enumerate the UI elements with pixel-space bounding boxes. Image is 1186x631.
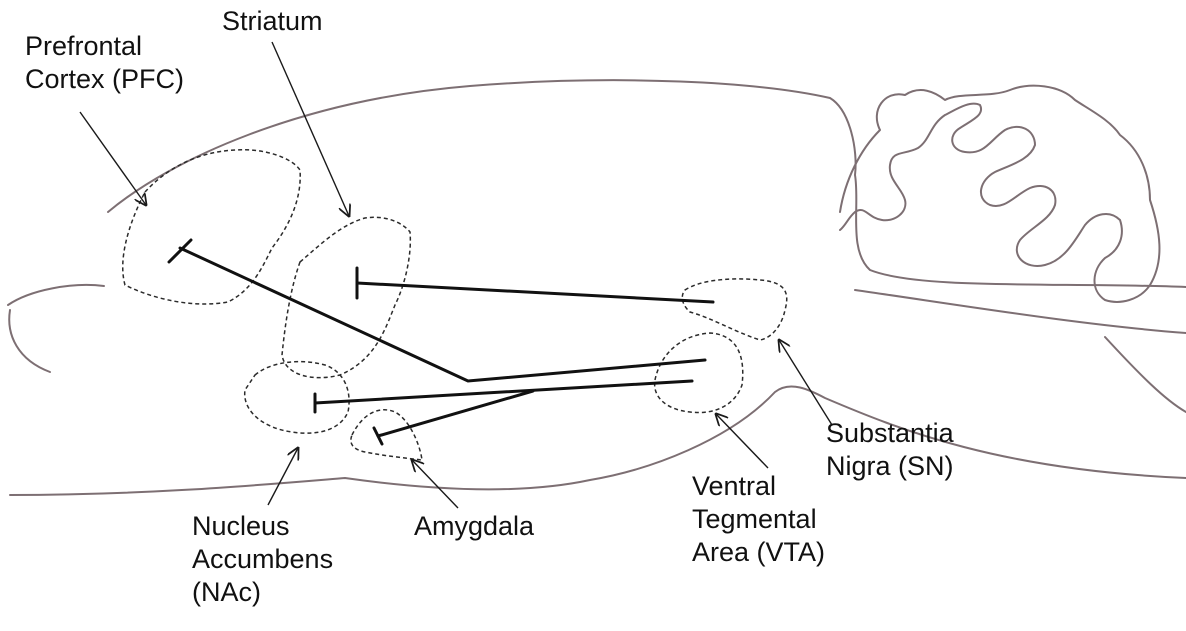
striatum-region [282,217,410,377]
ventral-brain [10,386,1186,495]
vta-label-line-3: Area (VTA) [692,536,825,569]
nac-label-line-2: Accumbens [192,543,333,576]
pathways [169,240,713,444]
nac-label-line-3: (NAc) [192,576,333,609]
pfc-arrow [80,112,146,205]
olfactory-bulb-lower [9,310,50,372]
pfc-region [123,150,300,304]
vta-label-line-1: Ventral [692,470,825,503]
brainstem-caudal [1105,337,1186,412]
amygdala-label: Amygdala [414,510,534,543]
pfc-label: Prefrontal Cortex (PFC) [25,30,184,96]
nac-arrow [268,448,298,505]
vta-label: Ventral Tegmental Area (VTA) [692,470,825,569]
sn-label-line-1: Substantia [826,417,954,450]
nac-label: Nucleus Accumbens (NAc) [192,510,333,609]
sn-arrow [779,340,832,425]
cortex-outline [108,80,1186,287]
nigrostriatal-pathway [357,283,713,302]
cerebellum-folia [840,86,1159,302]
label-arrows [80,42,832,508]
pfc-label-line-2: Cortex (PFC) [25,63,184,96]
pfc-label-line-1: Prefrontal [25,30,184,63]
nac-label-line-1: Nucleus [192,510,333,543]
sn-label-line-2: Nigra (SN) [826,450,954,483]
vta-label-line-2: Tegmental [692,503,825,536]
striatum-label-line-1: Striatum [222,5,323,38]
striatum-label: Striatum [222,5,323,38]
olfactory-bulb-upper [8,285,104,305]
sn-label: Substantia Nigra (SN) [826,417,954,483]
vta-arrow [716,414,768,468]
nac-region [245,362,349,434]
brain-outline [8,80,1186,495]
striatum-arrow [272,42,349,216]
sn-region [682,279,786,340]
vta-region [655,333,743,413]
mesocortical-pathway [180,248,705,381]
amygdala-label-line-1: Amygdala [414,510,534,543]
amygdala-arrow [412,460,458,508]
